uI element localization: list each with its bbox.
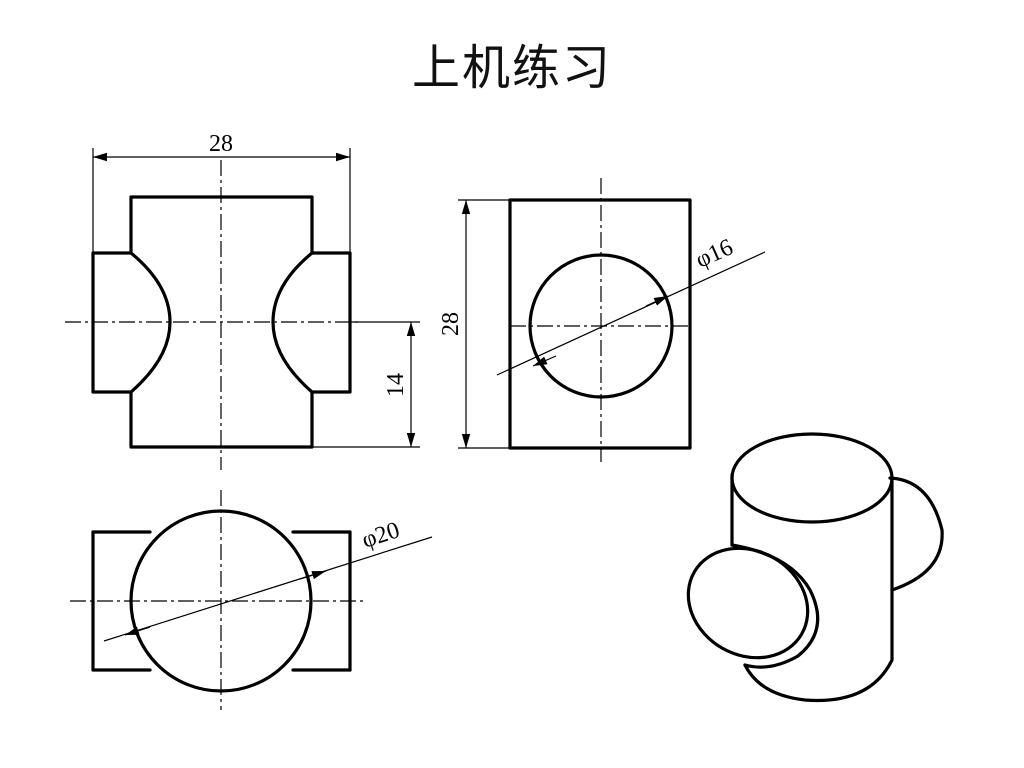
front-width-dimension-label: 28 (209, 131, 233, 157)
top-diameter-leader (103, 536, 433, 642)
iso-left-branch-ellipse (686, 546, 810, 660)
top-diameter-arrow-left (124, 626, 151, 636)
front-left-intersection-curve (129, 251, 172, 394)
front-halfheight-dimension-label: 14 (383, 373, 409, 397)
iso-top-ellipse (730, 432, 894, 524)
isometric-view (686, 432, 944, 703)
iso-right-branch (888, 476, 944, 592)
side-height-dimension-label: 28 (438, 312, 464, 336)
side-view-outline (508, 198, 692, 450)
side-diameter-arrow-right (645, 295, 669, 307)
top-diameter-arrow-right (299, 570, 327, 580)
page-title: 上机练习 (411, 40, 612, 96)
front-view: 28 14 (65, 131, 420, 470)
side-diameter-arrow-left (532, 355, 557, 367)
front-right-intersection-curve (271, 251, 314, 394)
side-diameter-leader (496, 251, 766, 376)
top-view: φ20 (70, 490, 433, 710)
iso-left-branch-side (730, 543, 820, 669)
side-view: 28 φ16 (438, 178, 766, 462)
